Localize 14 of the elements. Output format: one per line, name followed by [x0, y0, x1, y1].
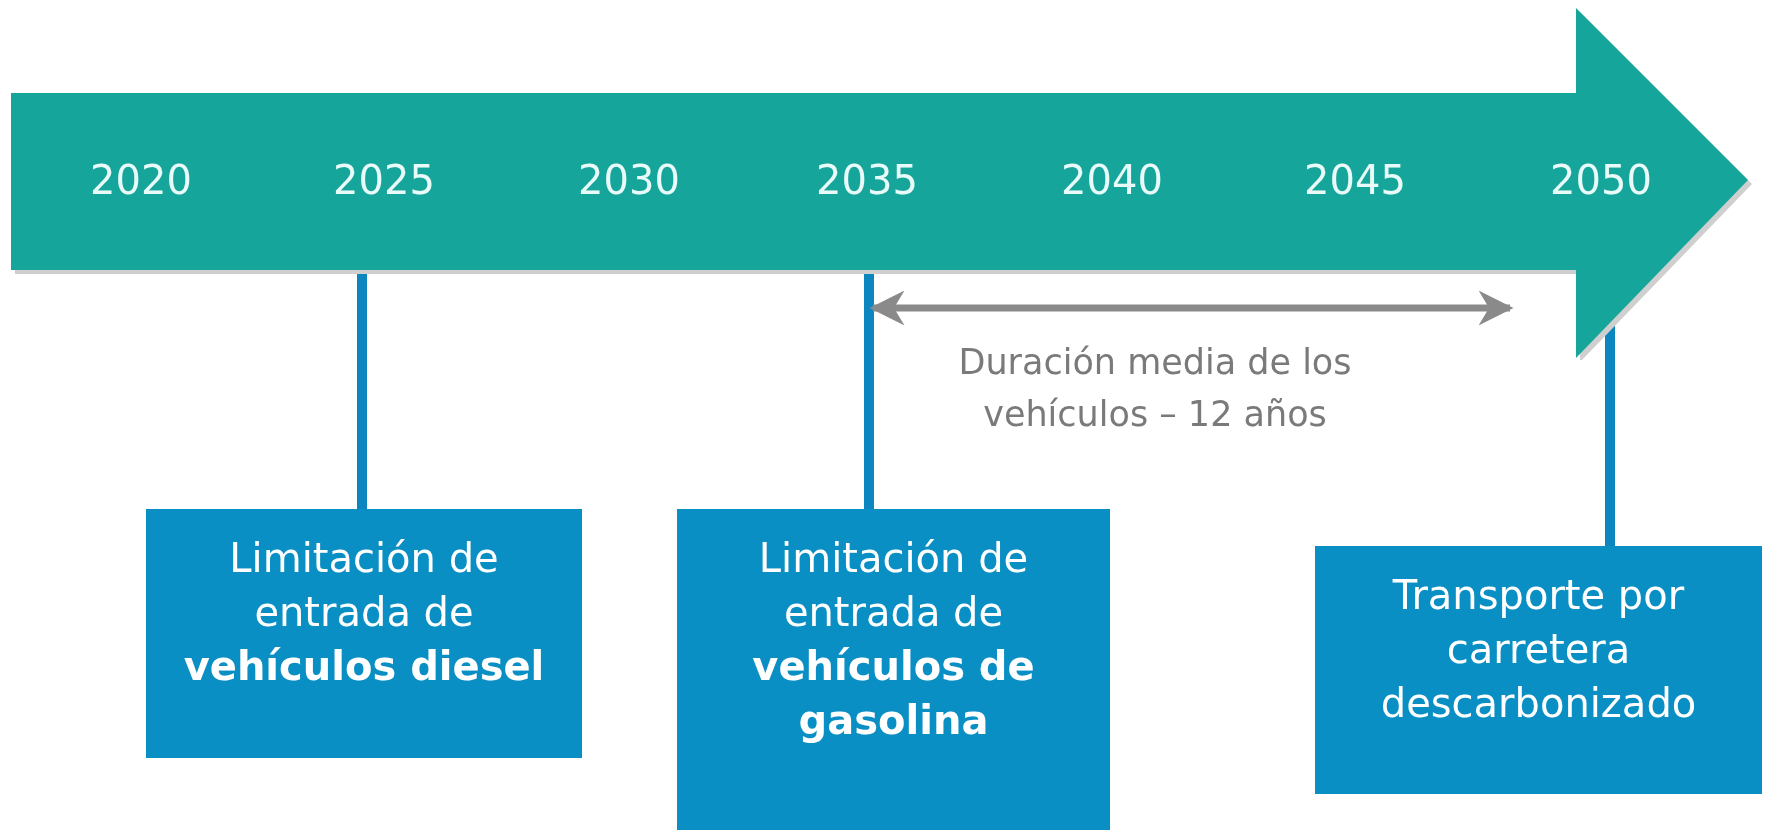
- year-label: 2050: [1550, 157, 1652, 203]
- year-label: 2035: [816, 157, 918, 203]
- year-label: 2030: [578, 157, 680, 203]
- year-label: 2040: [1061, 157, 1163, 203]
- year-label: 2045: [1304, 157, 1406, 203]
- duration-note: Duración media de los vehículos – 12 años: [957, 341, 1353, 436]
- year-label: 2025: [333, 157, 435, 203]
- milestone-box: [146, 509, 582, 758]
- milestone-box: [1315, 546, 1762, 794]
- milestone-text: Limitación de entrada de vehículos diesel: [182, 534, 546, 691]
- year-label: 2020: [90, 157, 192, 203]
- milestone-text: Transporte por carretera descarbonizado: [1379, 571, 1698, 728]
- milestone-box: [677, 509, 1110, 830]
- milestone-text: Limitación de entrada de vehículos de gasolina: [751, 534, 1036, 745]
